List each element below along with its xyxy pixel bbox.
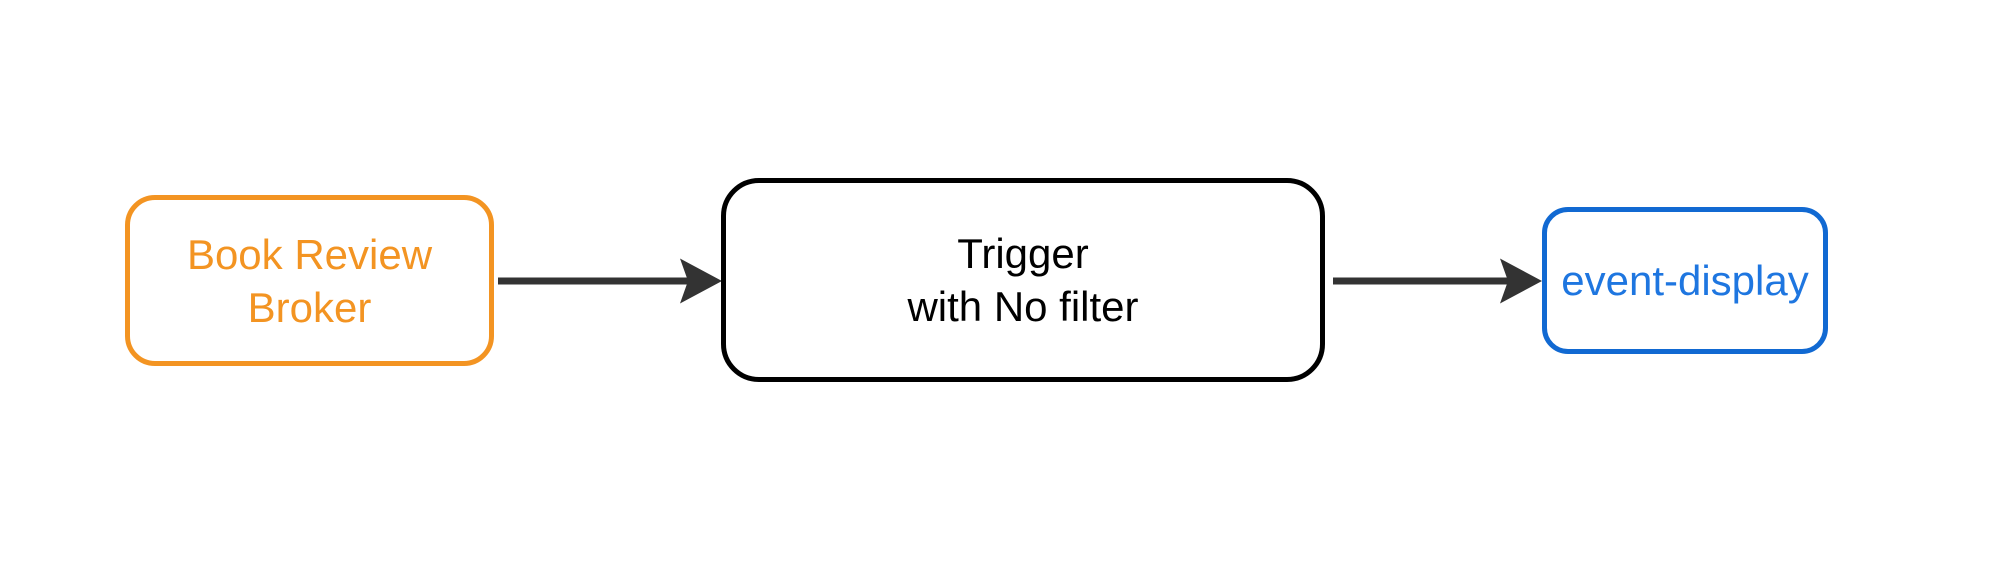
node-trigger-with-no-filter: Trigger with No filter [721,178,1325,382]
arrow-trigger-to-sink [1333,258,1542,304]
node-trigger-label-line1: Trigger [957,230,1089,277]
node-event-display: event-display [1542,207,1828,354]
arrowhead-icon [680,258,722,304]
node-trigger-label-line2: with No filter [907,283,1139,330]
node-sink-label-line1: event-display [1561,257,1809,304]
arrowhead-icon [1500,258,1542,304]
node-broker-label-line2: Broker [247,283,372,331]
node-broker-label-line1: Book Review [186,230,433,278]
node-book-review-broker: Book Review Broker [125,195,494,366]
arrow-broker-to-trigger [498,258,722,304]
